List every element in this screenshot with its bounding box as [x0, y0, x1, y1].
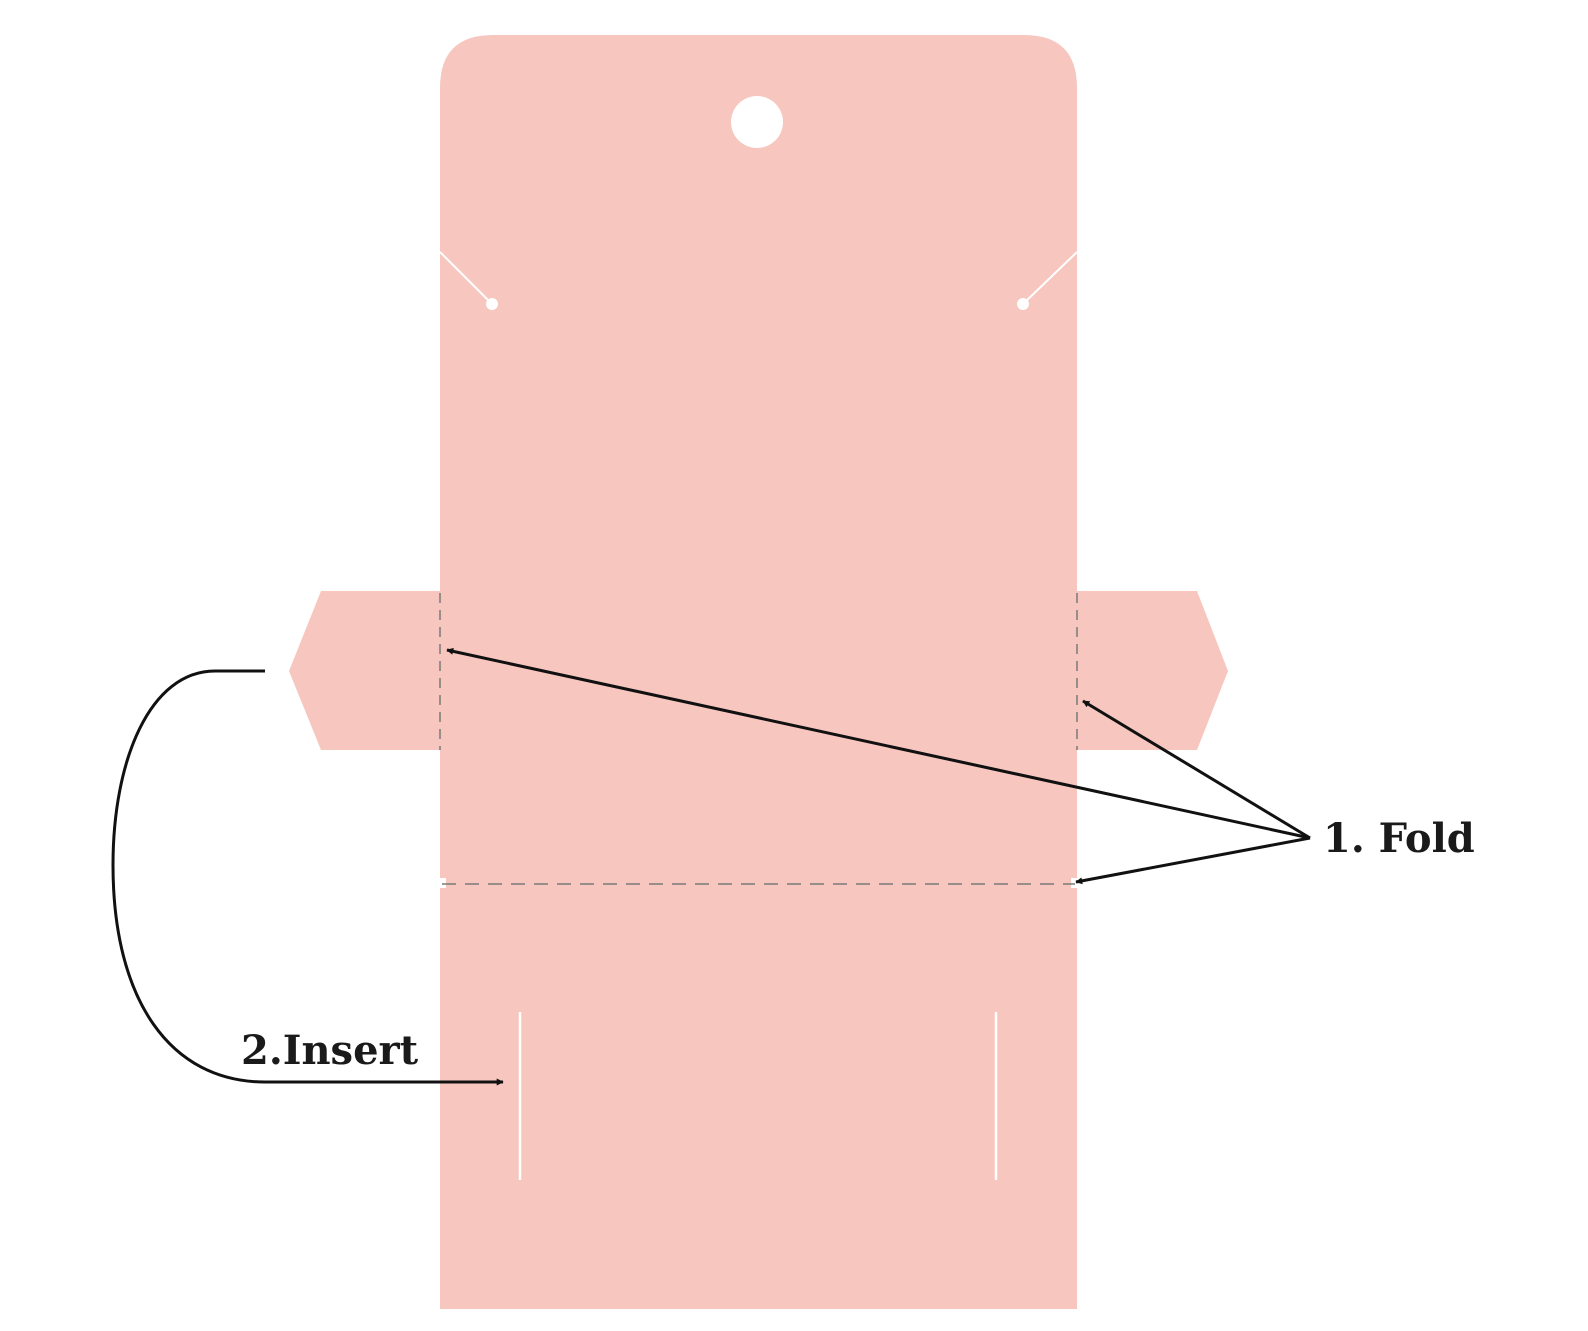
hang-hole-icon: [731, 96, 783, 148]
insert-label: 2.Insert: [241, 1027, 419, 1074]
fold-arrows: [446, 647, 1311, 885]
fold-arrow-horizontal: [1075, 836, 1311, 885]
fold-lines: [439, 593, 1078, 885]
card: [289, 35, 1228, 1309]
fold-label: 1. Fold: [1323, 815, 1475, 862]
fold-arrow-left-flap: [446, 647, 1311, 840]
card-top-panel: [440, 35, 1077, 884]
fold-notch-right: [1071, 878, 1081, 888]
left-necklace-slit-end: [486, 298, 498, 310]
fold-arrow-right-flap: [1082, 699, 1311, 840]
left-side-flap: [289, 591, 440, 750]
card-bottom-panel: [440, 884, 1077, 1309]
right-necklace-slit-end: [1017, 298, 1029, 310]
left-necklace-slit: [439, 251, 493, 305]
insert-arrow: [111, 669, 504, 1086]
right-side-flap: [1077, 591, 1228, 750]
right-necklace-slit: [1022, 251, 1078, 305]
fold-notch-left: [436, 878, 446, 888]
